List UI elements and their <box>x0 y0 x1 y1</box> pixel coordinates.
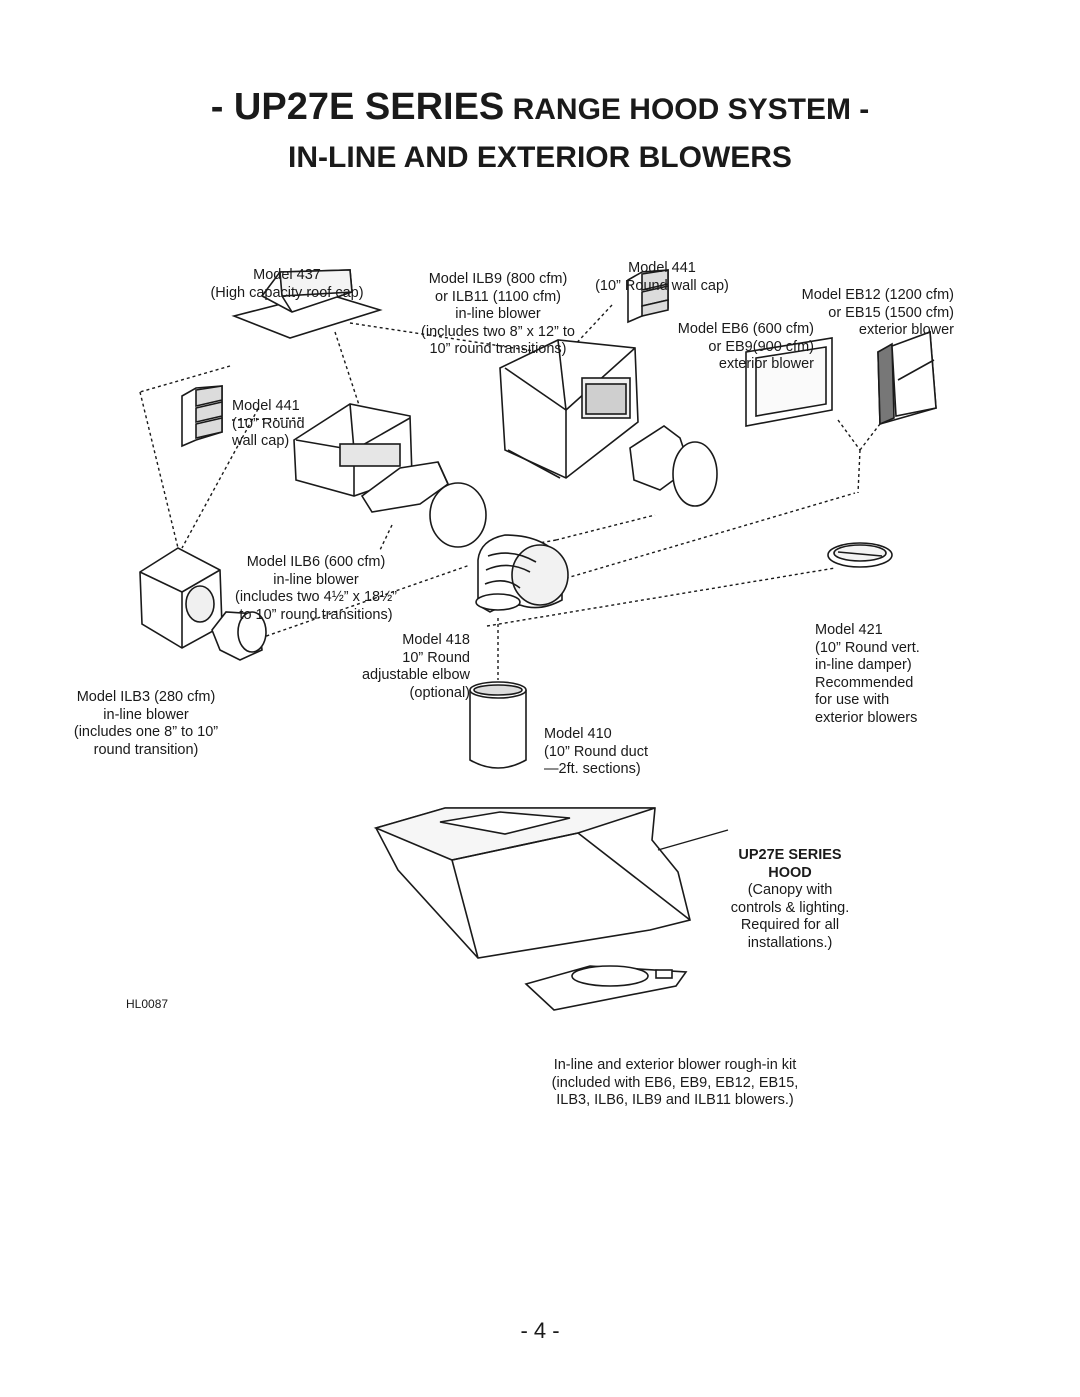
label-model-437: Model 437(High capacity roof cap) <box>210 267 364 301</box>
label-model-ilb9: Model ILB9 (800 cfm)or ILB11 (1100 cfm)i… <box>421 271 575 357</box>
damper-421 <box>827 542 893 568</box>
wall-cap-441-left <box>181 385 223 448</box>
round-duct-410 <box>469 681 527 769</box>
range-hood <box>373 807 691 959</box>
label-model-ilb3: Model ILB3 (280 cfm)in-line blower(inclu… <box>73 689 219 758</box>
rough-in-kit <box>524 965 688 1011</box>
hood-leader-line <box>657 829 729 851</box>
transition-eb6 <box>629 425 718 507</box>
drawing-code: HL0087 <box>126 997 169 1011</box>
inline-blower-ilb3 <box>139 547 223 649</box>
page-title: - UP27E SERIES RANGE HOOD SYSTEM - <box>0 88 1080 126</box>
title-series: UP27E SERIES <box>233 86 505 128</box>
adjustable-elbow-418 <box>475 534 569 613</box>
label-model-eb12: Model EB12 (1200 cfm)or EB15 (1500 cfm)e… <box>801 287 954 338</box>
label-model-ilb6: Model ILB6 (600 cfm)in-line blower(inclu… <box>235 554 397 623</box>
transition-ilb6 <box>360 461 487 548</box>
transition-ilb3 <box>211 611 267 661</box>
inline-blower-ilb9 <box>499 339 639 479</box>
page-number: - 4 - <box>520 1318 560 1343</box>
inline-blower-ilb6 <box>293 403 413 497</box>
label-model-410: Model 410(10” Round duct—2ft. sections) <box>544 726 648 777</box>
title-rest: RANGE HOOD SYSTEM - <box>504 93 870 126</box>
connector-lines <box>139 304 881 680</box>
exterior-blower-eb12 <box>877 330 937 426</box>
label-rough-in-kit: In-line and exterior blower rough-in kit… <box>551 1057 799 1108</box>
label-model-eb6: Model EB6 (600 cfm)or EB9(900 cfm)exteri… <box>677 321 814 372</box>
page-subtitle: IN-LINE AND EXTERIOR BLOWERS <box>288 141 792 174</box>
roof-cap-437 <box>231 269 383 339</box>
title-dash: - <box>210 86 234 128</box>
exterior-blower-eb6 <box>745 337 833 427</box>
label-model-421: Model 421(10” Round vert.in-line damper)… <box>815 622 920 726</box>
label-model-441-top: Model 441(10” Round wall cap) <box>595 260 729 294</box>
wall-cap-441-top <box>627 269 669 324</box>
